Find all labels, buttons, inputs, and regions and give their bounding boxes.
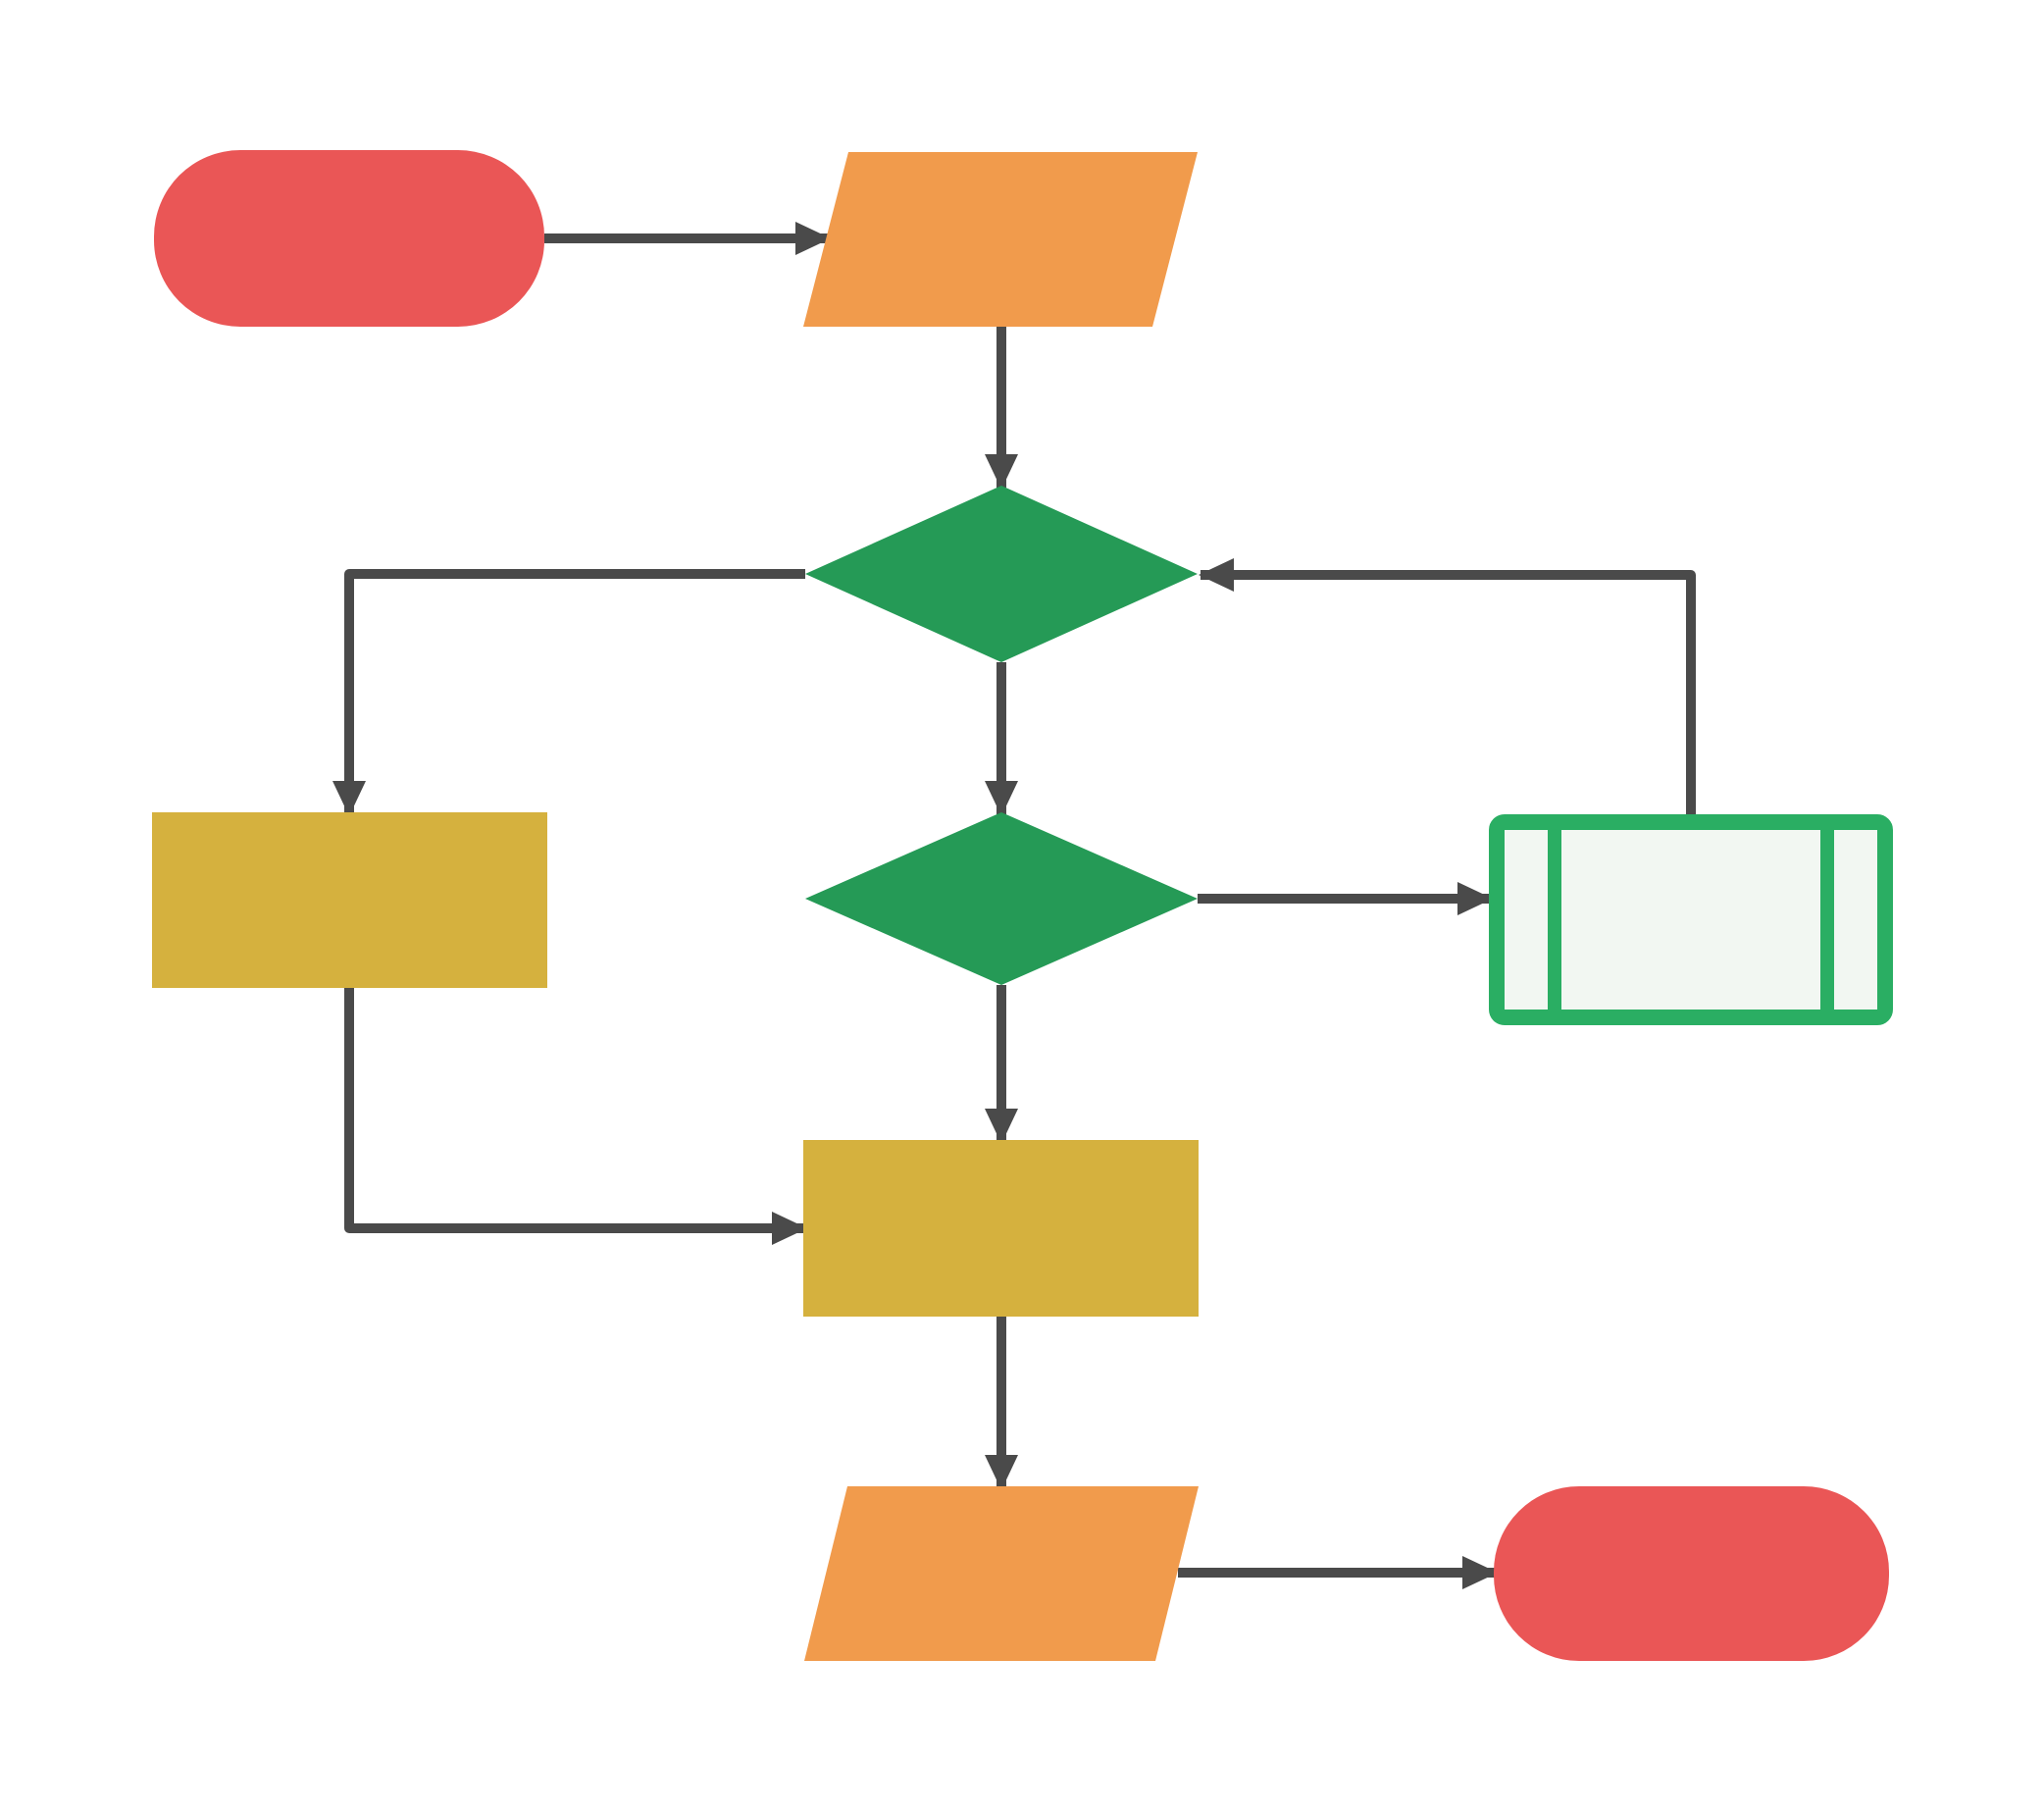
decision-middle-shape [805,812,1198,985]
edge-predefined-to-decision-top [1199,558,1696,814]
predefined-process-shape [1489,814,1893,1025]
input-output-bottom-shape [804,1486,1199,1661]
edge-decision-top-to-process-left [332,569,805,816]
edge-process-left-to-process-center [344,988,807,1245]
process-center-shape [803,1140,1199,1317]
predefined-process-shape-frame [1489,814,1893,1025]
decision-top-shape [805,486,1198,662]
input-output-top-shape [803,152,1198,327]
end-terminator-shape [1494,1486,1889,1661]
start-terminator-shape [154,150,544,327]
process-left-shape [152,812,547,988]
